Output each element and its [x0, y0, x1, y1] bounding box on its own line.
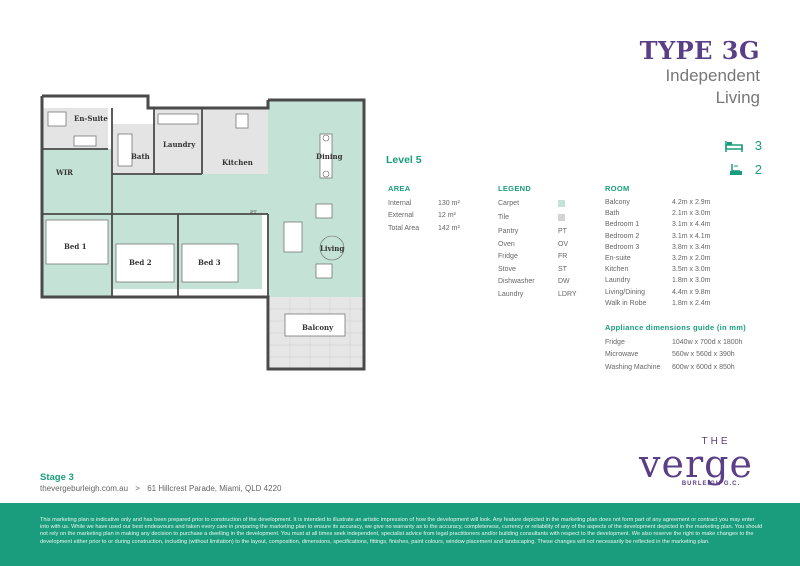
- bedroom-count: 3: [754, 138, 762, 153]
- area-label: External: [388, 212, 414, 220]
- legend-code: OV: [558, 240, 569, 248]
- label-balcony: Balcony: [302, 323, 334, 332]
- room-heading: ROOM: [605, 184, 630, 193]
- street-address: 61 Hillcrest Parade, Miami, QLD 4220: [147, 484, 282, 493]
- legend-label: Oven: [498, 240, 515, 248]
- title-line-1: Independent: [665, 66, 760, 85]
- room-size: 3.1m x 4.4m: [672, 221, 711, 229]
- level-label: Level 5: [386, 154, 422, 166]
- appliance-size: 600w x 600d x 850h: [672, 363, 735, 371]
- legend-code: ST: [558, 265, 567, 273]
- website-link[interactable]: thevergeburleigh.com.au: [40, 484, 129, 493]
- room-label: Walk in Robe: [605, 299, 647, 307]
- legend-label: Laundry: [498, 290, 524, 298]
- room-label: En-suite: [605, 255, 631, 263]
- address-separator: >: [135, 484, 140, 493]
- bed-icon: [725, 140, 743, 152]
- floor-plan: [40, 94, 366, 371]
- carpet-swatch: [558, 199, 565, 207]
- area-value: 142 m²: [438, 224, 460, 232]
- legend-label: Carpet: [498, 199, 520, 207]
- legend-label: Dishwasher: [498, 278, 535, 286]
- legend-label: Fridge: [498, 253, 518, 261]
- label-kitchen: Kitchen: [222, 158, 253, 167]
- appliance-size: 1040w x 700d x 1800h: [672, 338, 743, 346]
- room-label: Kitchen: [605, 266, 629, 274]
- logo-the: THE: [701, 436, 731, 447]
- address-line: thevergeburleigh.com.au > 61 Hillcrest P…: [40, 484, 281, 493]
- appliance-heading: Appliance dimensions guide (in mm): [605, 323, 747, 332]
- area-section: AREA Internal 130 m² External 12 m² Total …: [388, 184, 468, 235]
- legend-heading: LEGEND: [498, 184, 532, 193]
- disclaimer-text: This marketing plan is indicative only a…: [40, 517, 763, 545]
- area-value: 130 m²: [438, 199, 460, 207]
- logo-place: BURLEIGH G.C.: [681, 481, 741, 487]
- room-size: 3.8m x 3.4m: [672, 243, 711, 251]
- legend-code: FR: [558, 253, 568, 261]
- stage-label: Stage 3: [40, 472, 74, 483]
- room-size: 2.1m x 3.0m: [672, 210, 711, 218]
- label-pt: PT: [250, 210, 257, 216]
- room-label: Balcony: [605, 199, 630, 207]
- appliance-label: Fridge: [605, 338, 625, 346]
- room-size: 1.8m x 2.4m: [672, 299, 711, 307]
- legend-code: PT: [558, 228, 567, 236]
- room-label: Bedroom 1: [605, 221, 640, 229]
- appliance-label: Washing Machine: [605, 363, 661, 371]
- area-label: Total Area: [388, 224, 420, 232]
- legend-code: LDRY: [558, 290, 577, 298]
- label-en-suite: En-Suite: [74, 114, 108, 123]
- label-wir: WIR: [56, 168, 73, 177]
- appliance-size: 560w x 560d x 390h: [672, 351, 735, 359]
- label-laundry: Laundry: [163, 140, 196, 149]
- room-counts: 3 2: [725, 134, 762, 182]
- label-bath: Bath: [131, 152, 150, 161]
- area-value: 12 m²: [438, 212, 456, 220]
- label-dining: Dining: [316, 152, 343, 161]
- legend-section: LEGEND Carpet Tile Pantry PT Oven OV Fridg…: [498, 184, 588, 301]
- legend-label: Stove: [498, 265, 516, 273]
- footer-bar: This marketing plan is indicative only a…: [0, 503, 800, 566]
- room-label: Bedroom 3: [605, 243, 640, 251]
- verge-logo: THE verge BURLEIGH G.C.: [632, 436, 760, 487]
- room-size: 4.4m x 9.8m: [672, 288, 711, 296]
- room-label: Laundry: [605, 277, 631, 285]
- appliance-section: Appliance dimensions guide (in mm) Fridg…: [605, 323, 775, 374]
- unit-type: TYPE 3G: [639, 36, 760, 65]
- room-size: 3.2m x 2.0m: [672, 255, 711, 263]
- appliance-label: Microwave: [605, 351, 639, 359]
- title-block: TYPE 3G Independent Living: [640, 36, 760, 109]
- room-label: Bath: [605, 210, 620, 218]
- legend-code: DW: [558, 278, 570, 286]
- room-size: 3.5m x 3.0m: [672, 266, 711, 274]
- room-label: Living/Dining: [605, 288, 646, 296]
- room-size: 1.8m x 3.0m: [672, 277, 711, 285]
- room-size: 3.1m x 4.1m: [672, 232, 711, 240]
- tile-swatch: [558, 214, 565, 221]
- bathroom-count: 2: [754, 162, 762, 177]
- room-size: 4.2m x 2.9m: [672, 199, 711, 207]
- area-heading: AREA: [388, 184, 411, 193]
- label-bed-1: Bed 1: [64, 242, 87, 251]
- area-label: Internal: [388, 199, 412, 207]
- label-bed-2: Bed 2: [129, 258, 152, 267]
- label-living: Living: [320, 244, 345, 253]
- legend-label: Tile: [498, 214, 510, 221]
- legend-label: Pantry: [498, 228, 519, 236]
- label-bed-3: Bed 3: [198, 258, 221, 267]
- room-label: Bedroom 2: [605, 232, 640, 240]
- logo-verge: verge: [639, 442, 753, 486]
- title-line-2: Living: [715, 88, 760, 107]
- shower-icon: [729, 164, 742, 175]
